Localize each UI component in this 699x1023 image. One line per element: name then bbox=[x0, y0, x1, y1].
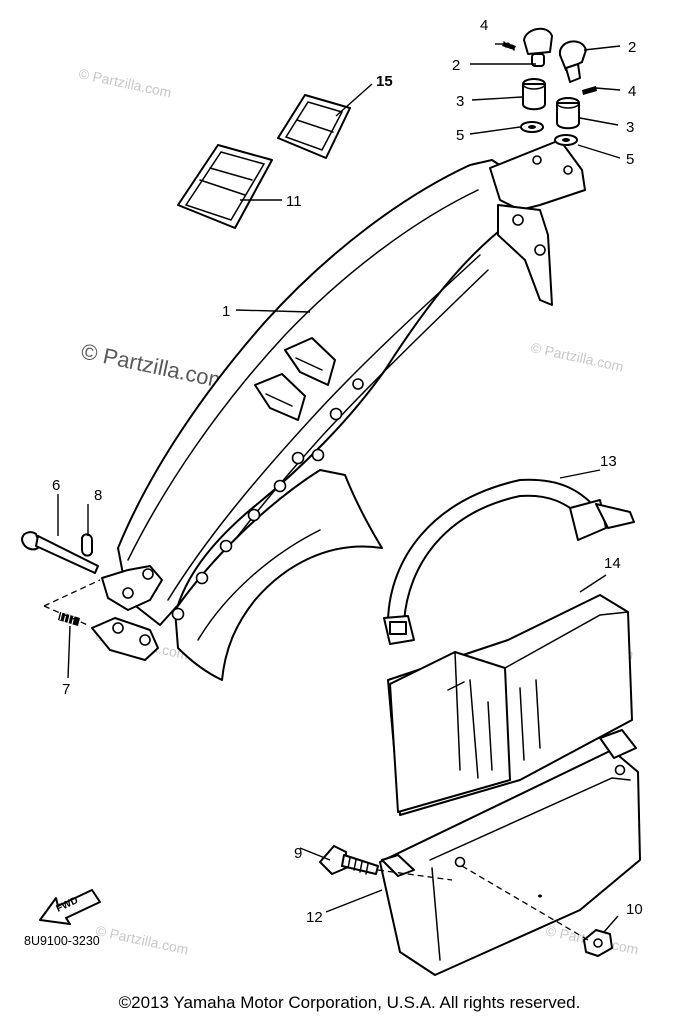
front-hardware bbox=[21, 531, 101, 627]
callout-13: 13 bbox=[600, 453, 617, 470]
leader-lines bbox=[57, 43, 621, 933]
watermark-main: © Partzilla.com bbox=[79, 338, 229, 393]
callout-labels: 1 2 2 3 3 4 4 5 5 6 7 8 9 10 11 12 13 14… bbox=[52, 17, 643, 926]
callout-4-left: 4 bbox=[480, 17, 488, 34]
callout-8: 8 bbox=[94, 487, 102, 504]
callout-6: 6 bbox=[52, 477, 60, 494]
fwd-arrow: FWD bbox=[39, 889, 101, 925]
mount-hardware bbox=[502, 27, 597, 146]
callout-15: 15 bbox=[376, 73, 393, 90]
diagram-code: 8U9100-3230 bbox=[24, 934, 100, 948]
callout-7: 7 bbox=[62, 681, 70, 698]
callout-5-right: 5 bbox=[626, 151, 634, 168]
callout-9: 9 bbox=[294, 845, 302, 862]
battery-box bbox=[379, 729, 641, 976]
callout-5-left: 5 bbox=[456, 127, 464, 144]
watermark: © Partzilla.com bbox=[94, 922, 190, 957]
callout-3-right: 3 bbox=[626, 119, 634, 136]
battery-strap bbox=[383, 478, 635, 645]
callout-3-left: 3 bbox=[456, 93, 464, 110]
callout-10: 10 bbox=[626, 901, 643, 918]
reflector-11 bbox=[177, 144, 273, 229]
nut-10 bbox=[461, 865, 613, 957]
callout-14: 14 bbox=[604, 555, 621, 572]
battery bbox=[387, 594, 633, 816]
callout-12: 12 bbox=[306, 909, 323, 926]
reflector-15 bbox=[277, 94, 351, 159]
callout-2-left: 2 bbox=[452, 57, 460, 74]
callout-11: 11 bbox=[286, 193, 302, 210]
callout-4-right: 4 bbox=[628, 83, 636, 100]
watermark: © Partzilla.com bbox=[529, 339, 625, 374]
callout-1: 1 bbox=[222, 303, 230, 320]
bolt-9 bbox=[319, 845, 453, 881]
watermark: © Partzilla.com bbox=[77, 65, 173, 100]
rear-fender bbox=[91, 139, 586, 681]
copyright-notice: ©2013 Yamaha Motor Corporation, U.S.A. A… bbox=[118, 993, 581, 1012]
callout-2-right: 2 bbox=[628, 39, 636, 56]
